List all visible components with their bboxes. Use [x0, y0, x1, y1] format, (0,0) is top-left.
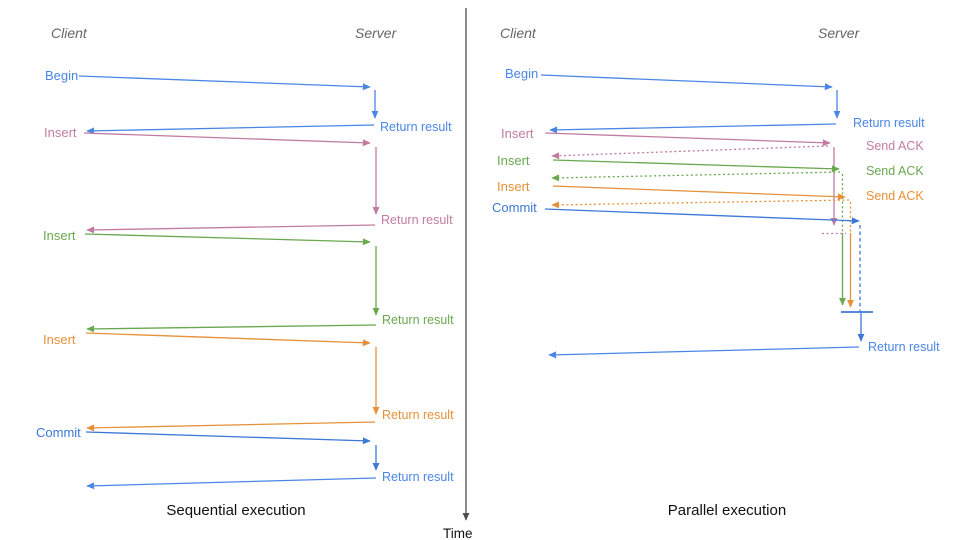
seq-insert2-request-line — [84, 233, 371, 246]
par-begin-return-line — [549, 123, 837, 134]
par-insert3-request-line — [552, 185, 846, 201]
seq-commit-return-line — [86, 477, 377, 490]
par-insert1-request-line — [544, 132, 831, 147]
seq-begin-label: Begin — [45, 68, 78, 83]
seq-insert3-return-line — [86, 421, 376, 432]
seq-insert2-return-label: Return result — [382, 313, 454, 327]
seq-insert3-request-line — [85, 332, 371, 347]
par-server-header: Server — [818, 25, 861, 41]
seq-insert3-return-label: Return result — [382, 408, 454, 422]
par-insert2-request-line — [552, 159, 840, 173]
par-insert3-label: Insert — [497, 179, 530, 194]
seq-insert2-return-line — [86, 324, 377, 333]
par-commit-return-line — [548, 346, 860, 359]
par-begin-return-label: Return result — [853, 116, 925, 130]
seq-begin-return-label: Return result — [380, 120, 452, 134]
par-insert3-ack-line — [551, 199, 850, 209]
seq-insert1-return-label: Return result — [381, 213, 453, 227]
par-insert1-label: Insert — [501, 126, 534, 141]
seq-insert1-label: Insert — [44, 125, 77, 140]
par-client-header: Client — [500, 25, 537, 41]
par-insert2-label: Insert — [497, 153, 530, 168]
par-insert2-ack-label: Send ACK — [866, 164, 924, 178]
seq-server-header: Server — [355, 25, 398, 41]
seq-commit-return-label: Return result — [382, 470, 454, 484]
seq-commit-request-line — [85, 431, 371, 445]
seq-commit-label: Commit — [36, 425, 81, 440]
seq-insert3-label: Insert — [43, 332, 76, 347]
par-commit-label: Commit — [492, 200, 537, 215]
par-commit-request-line — [544, 208, 860, 225]
par-insert2-ack-line — [551, 171, 841, 182]
seq-begin-request-line — [78, 75, 371, 91]
seq-insert1-return-line — [86, 224, 376, 234]
par-insert1-ack-label: Send ACK — [866, 139, 924, 153]
par-insert3-ack-label: Send ACK — [866, 189, 924, 203]
par-commit-return-label: Return result — [868, 340, 940, 354]
par-begin-request-line — [540, 74, 833, 91]
parallel-panel: Client Server Begin Return result Insert… — [492, 25, 940, 519]
parallel-title: Parallel execution — [668, 502, 786, 519]
seq-insert2-label: Insert — [43, 228, 76, 243]
seq-begin-return-line — [86, 124, 375, 135]
seq-client-header: Client — [51, 25, 88, 41]
time-axis-label: Time — [443, 526, 473, 540]
sequential-title: Sequential execution — [166, 502, 305, 519]
sequential-panel: Client Server Begin Return result Insert… — [36, 25, 454, 519]
par-begin-label: Begin — [505, 66, 538, 81]
time-axis: Time — [443, 8, 473, 540]
par-insert1-ack-line — [551, 145, 829, 160]
seq-insert1-request-line — [83, 132, 371, 147]
